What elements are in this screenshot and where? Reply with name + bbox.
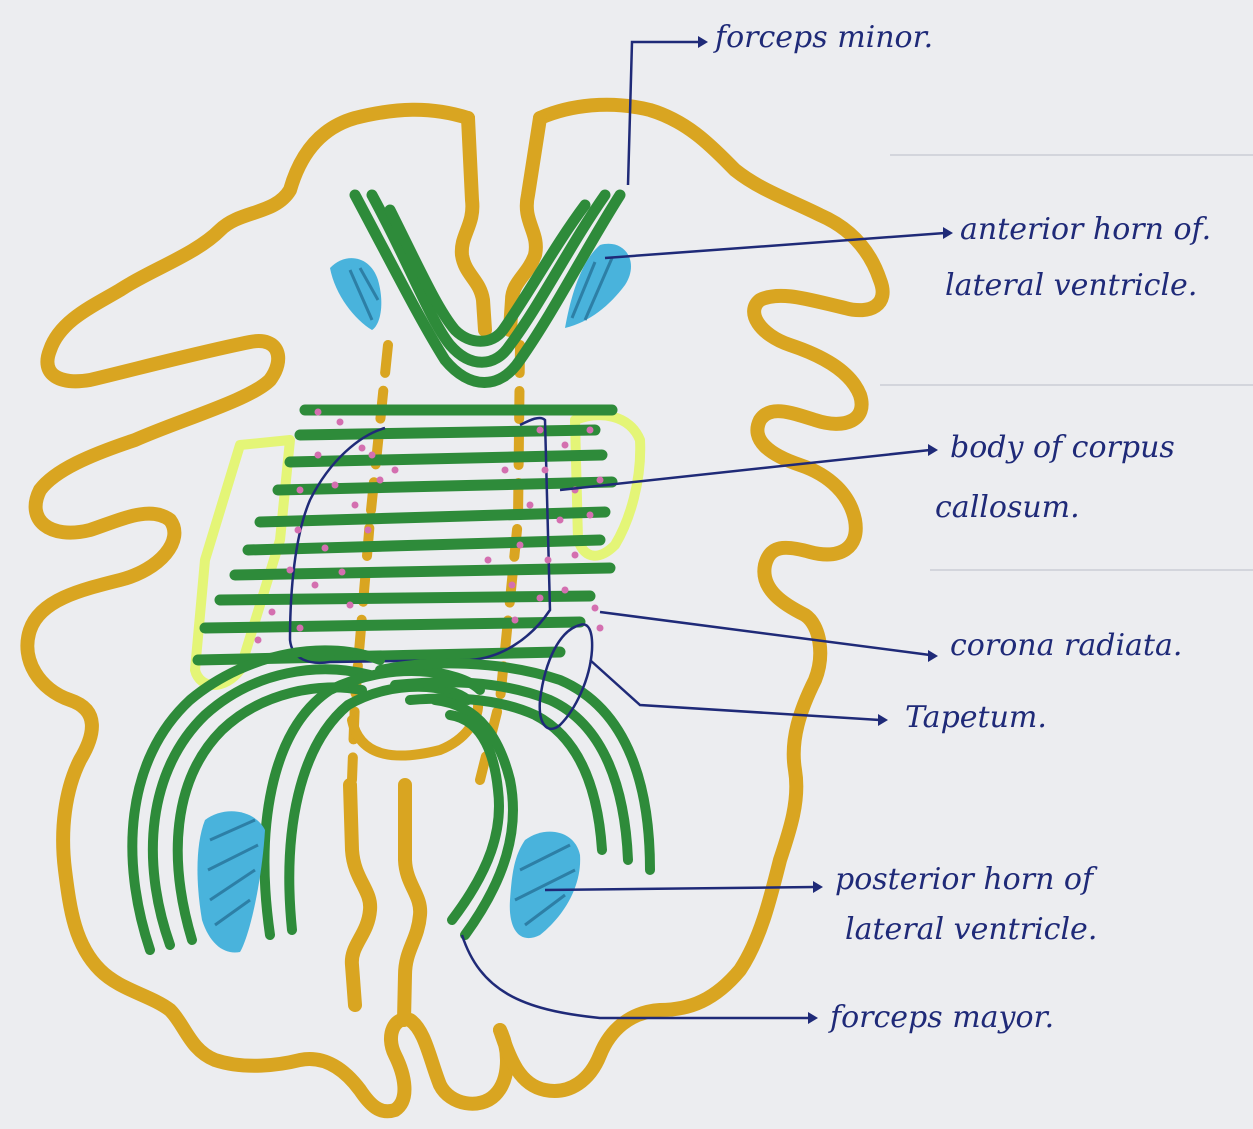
tapetum-left [195, 440, 290, 685]
label-body-corpus-line2: callosum. [935, 490, 1080, 526]
label-forceps-minor: forceps minor. [715, 20, 933, 56]
label-tapetum: Tapetum. [905, 700, 1047, 736]
posterior-fissure [350, 785, 420, 1020]
anterior-horn-left [330, 258, 381, 330]
label-anterior-horn-line2: lateral ventricle. [945, 268, 1197, 304]
label-body-corpus-line1: body of corpus [950, 430, 1175, 466]
cerebrum-outline [27, 110, 507, 1112]
label-forceps-major: forceps mayor. [830, 1000, 1054, 1036]
label-posterior-horn-line2: lateral ventricle. [845, 912, 1097, 948]
label-anterior-horn-line1: anterior horn of. [960, 212, 1211, 248]
posterior-horn-left [197, 811, 265, 952]
posterior-horn-right [510, 832, 580, 939]
label-posterior-horn-line1: posterior horn of [835, 862, 1093, 898]
label-corona-radiata: corona radiata. [950, 628, 1182, 664]
